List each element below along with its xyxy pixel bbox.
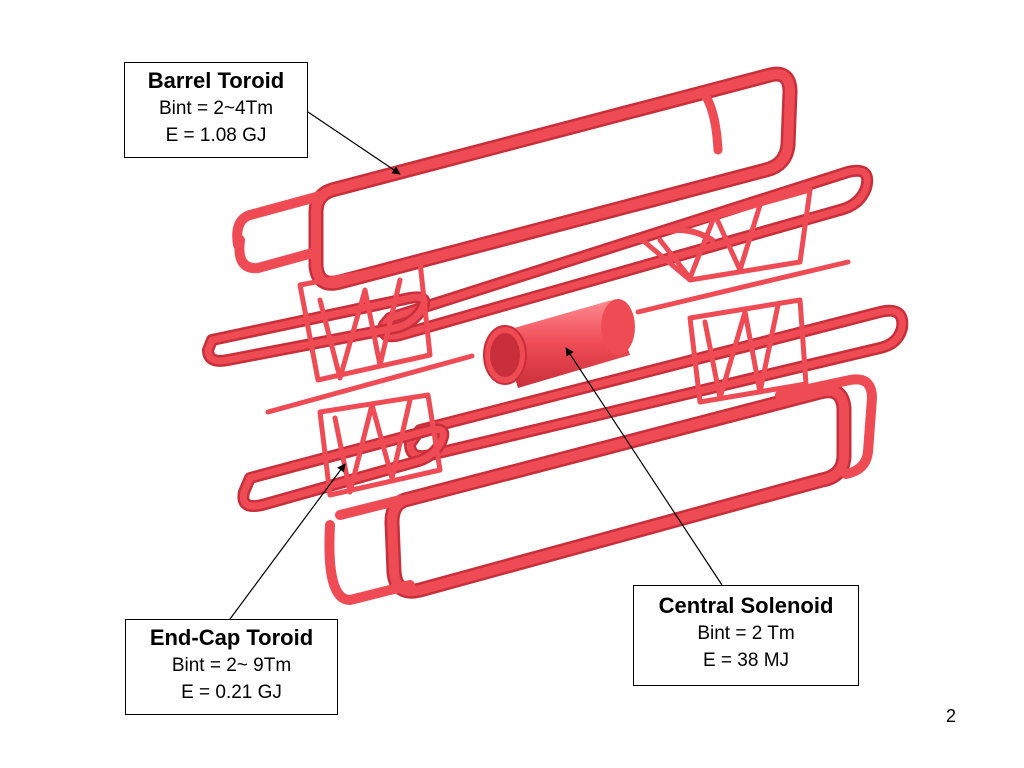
barrel-toroid-label: Barrel Toroid Bint = 2~4Tm E = 1.08 GJ	[124, 62, 308, 158]
end-cap-toroid-energy: E = 0.21 GJ	[181, 682, 282, 703]
end-cap-upper-left	[202, 259, 433, 383]
page-number: 2	[946, 706, 957, 726]
central-solenoid-title: Central Solenoid	[658, 593, 834, 618]
barrel-toroid-bint: Bint = 2~4Tm	[158, 98, 274, 119]
end-cap-toroid-bint: Bint = 2~ 9Tm	[171, 655, 292, 676]
central-solenoid-pointer	[565, 347, 723, 586]
barrel-toroid-pointer	[307, 111, 401, 175]
end-cap-toroid-label: End-Cap Toroid Bint = 2~ 9Tm E = 0.21 GJ	[125, 619, 338, 715]
central-solenoid-cylinder	[483, 299, 635, 388]
end-cap-toroid-pointer	[229, 463, 346, 620]
barrel-toroid-energy: E = 1.08 GJ	[165, 125, 267, 146]
central-solenoid-bint: Bint = 2 Tm	[697, 623, 795, 644]
end-cap-toroid-title: End-Cap Toroid	[149, 625, 314, 650]
barrel-coil-top	[232, 66, 798, 291]
barrel-coil-bottom	[324, 374, 877, 605]
central-solenoid-label: Central Solenoid Bint = 2 Tm E = 38 MJ	[633, 585, 859, 686]
barrel-toroid-title: Barrel Toroid	[147, 68, 285, 93]
end-cap-lower-right	[404, 297, 909, 463]
central-solenoid-energy: E = 38 MJ	[702, 650, 790, 671]
beam-pipe	[265, 259, 851, 415]
